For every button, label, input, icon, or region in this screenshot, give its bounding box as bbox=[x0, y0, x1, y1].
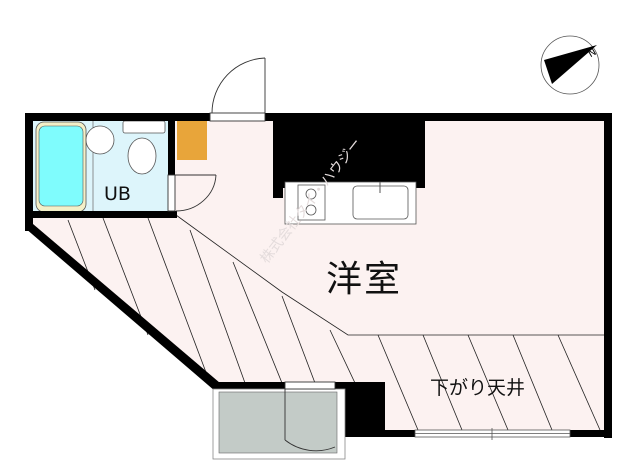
compass-n-label: N bbox=[587, 47, 599, 60]
burner-icon bbox=[305, 204, 317, 216]
pillar-block bbox=[273, 113, 425, 188]
pillar-notch bbox=[273, 188, 283, 198]
lowered-ceiling-hatch bbox=[67, 214, 605, 431]
balcony-door[interactable] bbox=[284, 381, 336, 452]
balcony bbox=[212, 388, 346, 460]
lowered-ceiling-label: 下がり天井 bbox=[430, 377, 526, 399]
room-label-western: 洋室 bbox=[326, 259, 403, 300]
burner-icon bbox=[305, 188, 317, 200]
room-floor bbox=[33, 120, 605, 430]
toilet-bowl bbox=[127, 137, 157, 175]
bathtub-water bbox=[38, 125, 84, 207]
bathroom-door[interactable] bbox=[167, 174, 217, 212]
toilet-tank bbox=[122, 120, 166, 134]
north-arrow-icon: N bbox=[540, 35, 600, 95]
washbasin bbox=[85, 125, 115, 155]
room-label-unit-bath: UB bbox=[104, 183, 131, 205]
window[interactable] bbox=[414, 428, 571, 440]
entrance-door[interactable] bbox=[209, 57, 266, 122]
closet[interactable] bbox=[177, 120, 207, 160]
